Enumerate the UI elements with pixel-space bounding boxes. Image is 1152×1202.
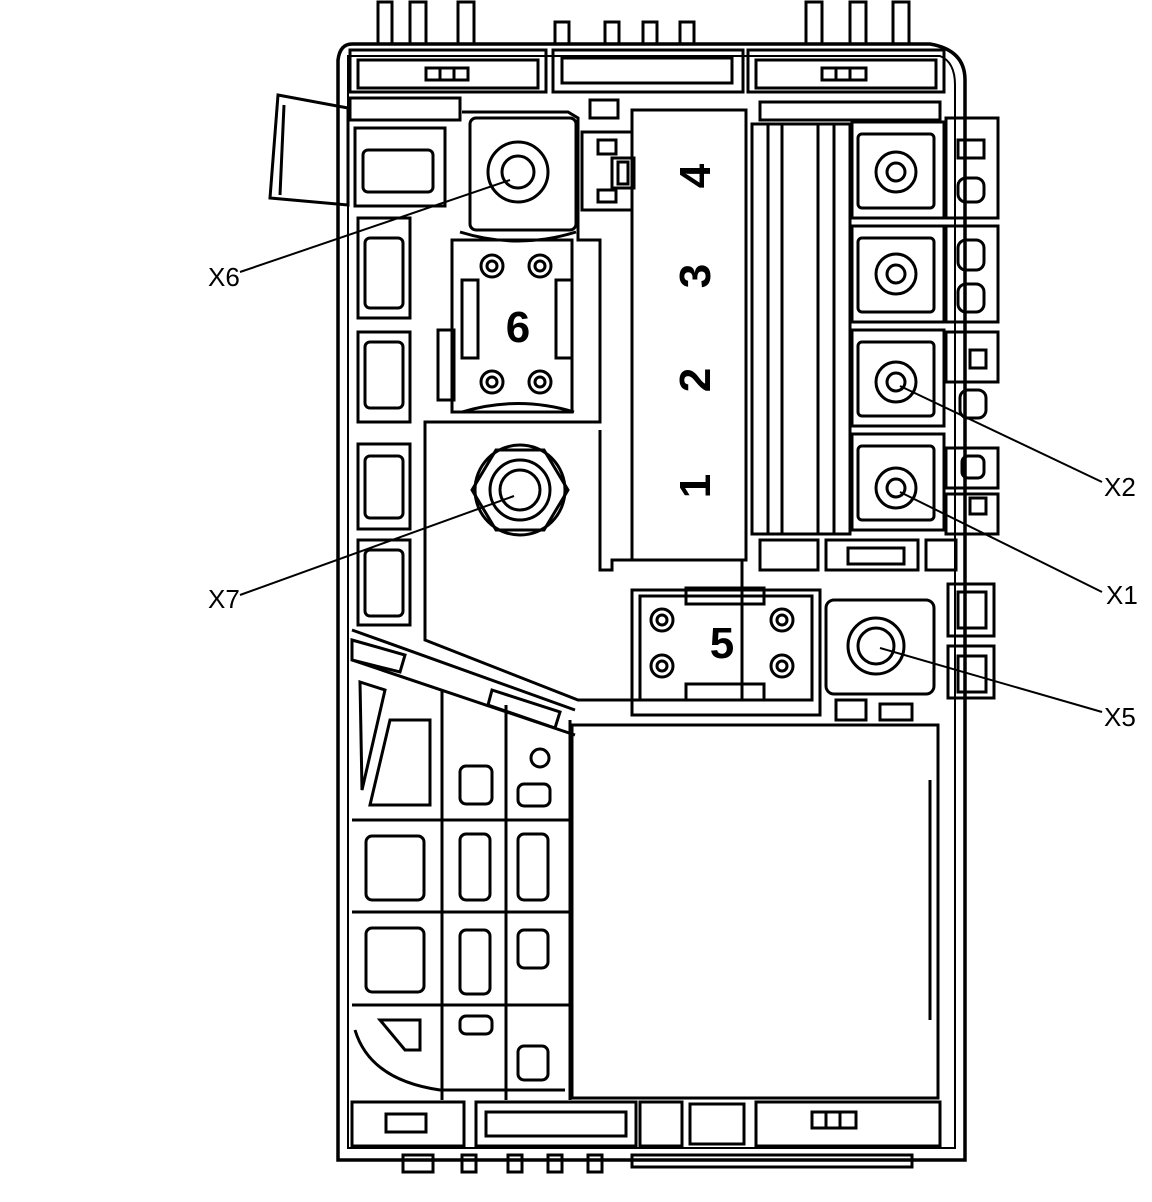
- lower-left-cells: [350, 628, 576, 1100]
- slot-label-5: 5: [710, 619, 734, 668]
- leader-lines: [239, 179, 1103, 713]
- leader-x6: [239, 179, 511, 273]
- callout-labels: X6 X7 X2 X1 X5: [208, 262, 1138, 732]
- lower-right-bay: [570, 723, 940, 1100]
- callout-x1: X1: [1106, 580, 1138, 610]
- terminal-x7-nut: [470, 448, 570, 532]
- terminal-plate-5: [630, 586, 936, 722]
- slot-label-3: 3: [671, 264, 720, 288]
- terminal-x1-stud: [874, 466, 918, 510]
- slot-label-2: 2: [671, 368, 720, 392]
- callout-x6: X6: [208, 262, 240, 292]
- terminal-x5-stud: [846, 616, 906, 676]
- leader-x1: [899, 491, 1103, 593]
- terminal-x2-stud: [874, 360, 918, 404]
- bottom-clips: [401, 1153, 914, 1174]
- leader-x7: [239, 495, 515, 596]
- slot-numbers: 4 3 2 1 6 5: [506, 163, 734, 668]
- callout-x7: X7: [208, 584, 240, 614]
- callout-x2: X2: [1104, 472, 1136, 502]
- slot-label-1: 1: [671, 474, 720, 498]
- right-side-connectors: [944, 116, 1000, 700]
- slot-label-6: 6: [506, 303, 530, 352]
- callout-x5: X5: [1104, 702, 1136, 732]
- terminal-x6-stud: [486, 140, 550, 204]
- leader-x2: [899, 385, 1103, 483]
- slot-label-4: 4: [671, 163, 720, 188]
- bottom-connector-row: [350, 1100, 942, 1148]
- terminal-plate-left: [423, 110, 744, 702]
- top-connector-row: [348, 48, 946, 122]
- top-clips: [376, 0, 911, 46]
- leader-x5: [879, 647, 1103, 713]
- bus-bar-area: [750, 122, 958, 572]
- left-cells: [353, 126, 447, 627]
- right-terminals: [850, 120, 946, 532]
- center-fuse-strip: [580, 108, 748, 562]
